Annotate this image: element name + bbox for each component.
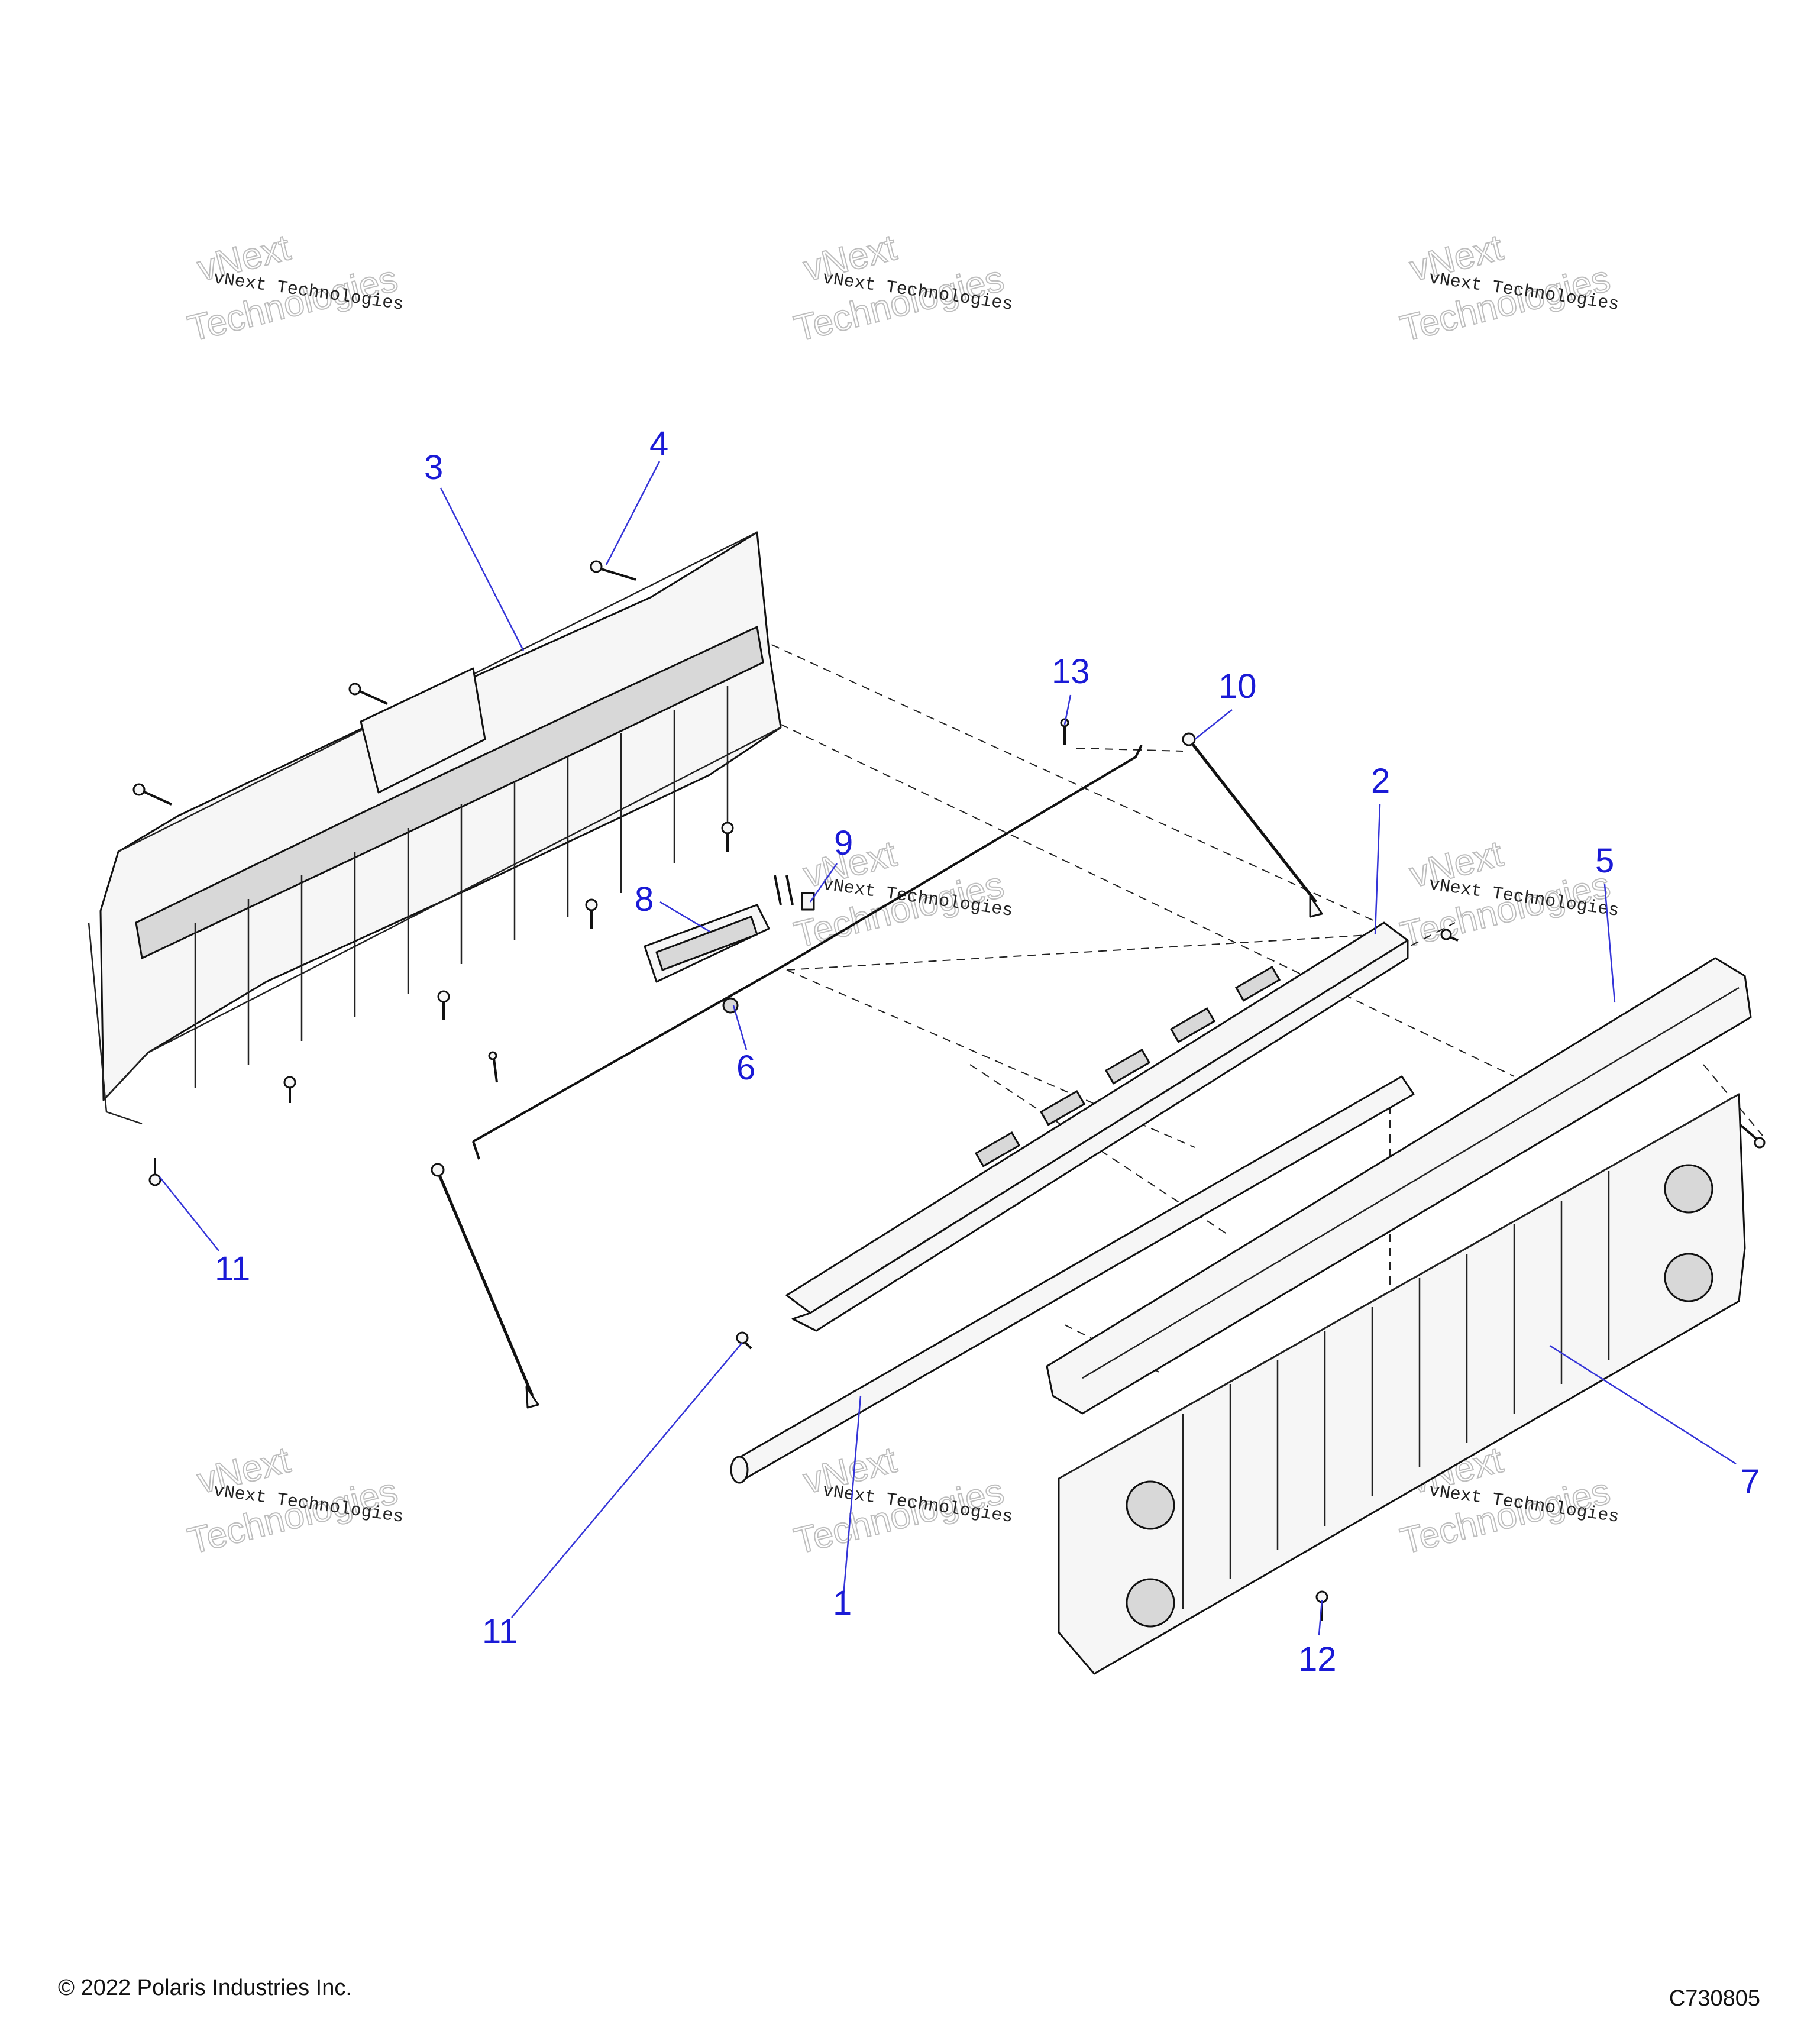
leader-lines <box>159 461 1737 1636</box>
callout-8: 8 <box>635 880 654 918</box>
support-tube <box>730 1075 1415 1484</box>
callout-6: 6 <box>736 1049 755 1087</box>
latch-housing <box>644 904 770 1014</box>
callout-7: 7 <box>1741 1463 1760 1501</box>
outer-panel-ribs <box>1182 1171 1610 1609</box>
callout-2: 2 <box>1371 762 1390 800</box>
callout-10: 10 <box>1218 667 1257 706</box>
copyright-notice: © 2022 Polaris Industries Inc. <box>58 1975 352 2000</box>
callout-11-bottom: 11 <box>482 1612 518 1651</box>
callouts: 3 4 13 10 2 5 9 8 6 7 11 11 1 12 <box>215 425 1760 1678</box>
panel-ribs <box>194 686 729 1088</box>
inner-tailgate-panel <box>88 531 782 1125</box>
outer-tailgate-panel <box>1058 1093 1746 1675</box>
callout-12: 12 <box>1298 1640 1337 1678</box>
callout-13: 13 <box>1052 652 1090 691</box>
latch-rods-and-cables <box>431 732 1323 1409</box>
callout-4: 4 <box>649 425 668 463</box>
callout-11-left: 11 <box>215 1250 250 1288</box>
callout-5: 5 <box>1595 842 1614 880</box>
callout-1: 1 <box>833 1584 852 1622</box>
callout-3: 3 <box>424 448 443 487</box>
diagram-number: C730805 <box>1669 1986 1760 2011</box>
upper-trim <box>1046 957 1752 1415</box>
callout-9: 9 <box>834 824 853 862</box>
top-cap-rail <box>785 921 1409 1332</box>
cap-slots <box>974 965 1281 1167</box>
